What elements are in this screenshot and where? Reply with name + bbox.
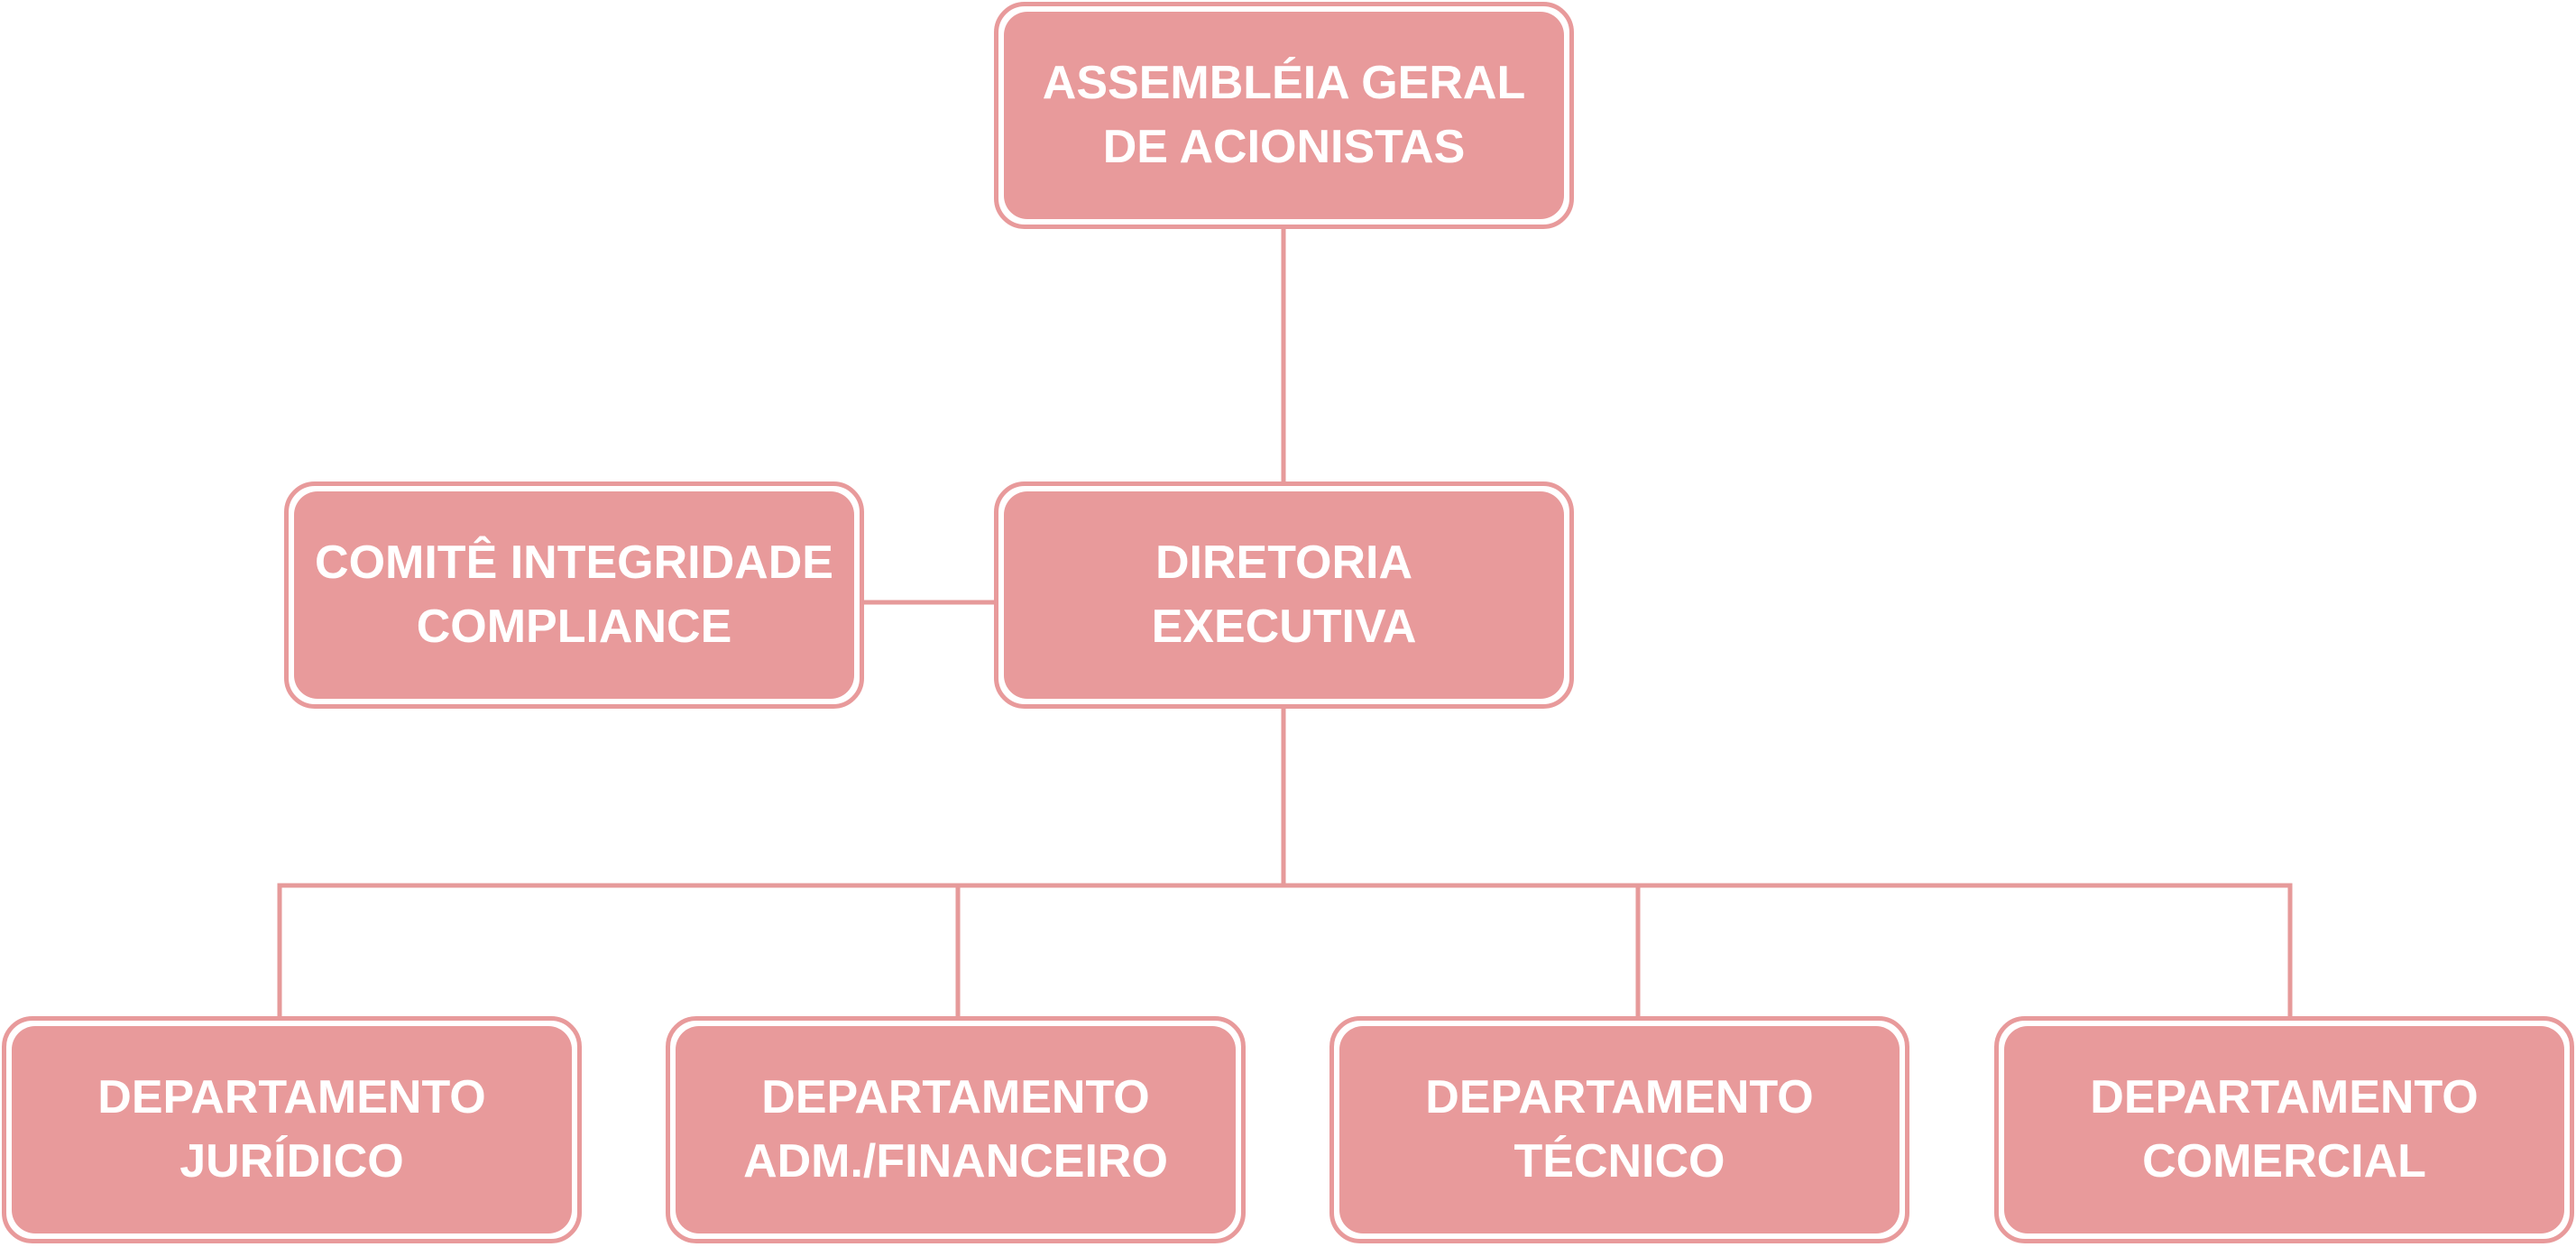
node-label-line-2: ADM./FINANCEIRO: [743, 1135, 1168, 1187]
node-fill: ASSEMBLÉIA GERAL DE ACIONISTAS: [1004, 12, 1564, 219]
node-diretoria-executiva: DIRETORIA EXECUTIVA: [994, 481, 1574, 709]
node-label-line-2: TÉCNICO: [1513, 1135, 1725, 1187]
node-fill: DEPARTAMENTO TÉCNICO: [1339, 1026, 1900, 1233]
node-label-line-1: DEPARTAMENTO: [97, 1071, 486, 1123]
node-label-line-2: COMERCIAL: [2142, 1135, 2426, 1187]
node-label-line-2: EXECUTIVA: [1151, 601, 1417, 653]
node-departamento-comercial: DEPARTAMENTO COMERCIAL: [1994, 1016, 2574, 1243]
node-fill: DEPARTAMENTO JURÍDICO: [12, 1026, 572, 1233]
node-label-line-2: COMPLIANCE: [416, 601, 732, 653]
node-fill: COMITÊ INTEGRIDADE COMPLIANCE: [294, 491, 854, 699]
node-departamento-adm-financeiro: DEPARTAMENTO ADM./FINANCEIRO: [666, 1016, 1246, 1243]
node-label-line-1: DEPARTAMENTO: [1425, 1071, 1814, 1123]
node-label-line-1: DEPARTAMENTO: [761, 1071, 1150, 1123]
node-fill: DEPARTAMENTO ADM./FINANCEIRO: [676, 1026, 1236, 1233]
node-label-line-1: COMITÊ INTEGRIDADE: [315, 536, 833, 589]
node-assembleia-geral: ASSEMBLÉIA GERAL DE ACIONISTAS: [994, 2, 1574, 229]
node-comite-integridade: COMITÊ INTEGRIDADE COMPLIANCE: [284, 481, 864, 709]
node-departamento-juridico: DEPARTAMENTO JURÍDICO: [2, 1016, 582, 1243]
node-label-line-1: ASSEMBLÉIA GERAL: [1042, 57, 1526, 109]
node-fill: DEPARTAMENTO COMERCIAL: [2004, 1026, 2564, 1233]
node-label-line-1: DEPARTAMENTO: [2090, 1071, 2479, 1123]
node-label-line-2: DE ACIONISTAS: [1102, 121, 1466, 173]
node-departamento-tecnico: DEPARTAMENTO TÉCNICO: [1329, 1016, 1909, 1243]
node-label-line-1: DIRETORIA: [1155, 536, 1413, 589]
node-label-line-2: JURÍDICO: [179, 1135, 404, 1187]
node-fill: DIRETORIA EXECUTIVA: [1004, 491, 1564, 699]
